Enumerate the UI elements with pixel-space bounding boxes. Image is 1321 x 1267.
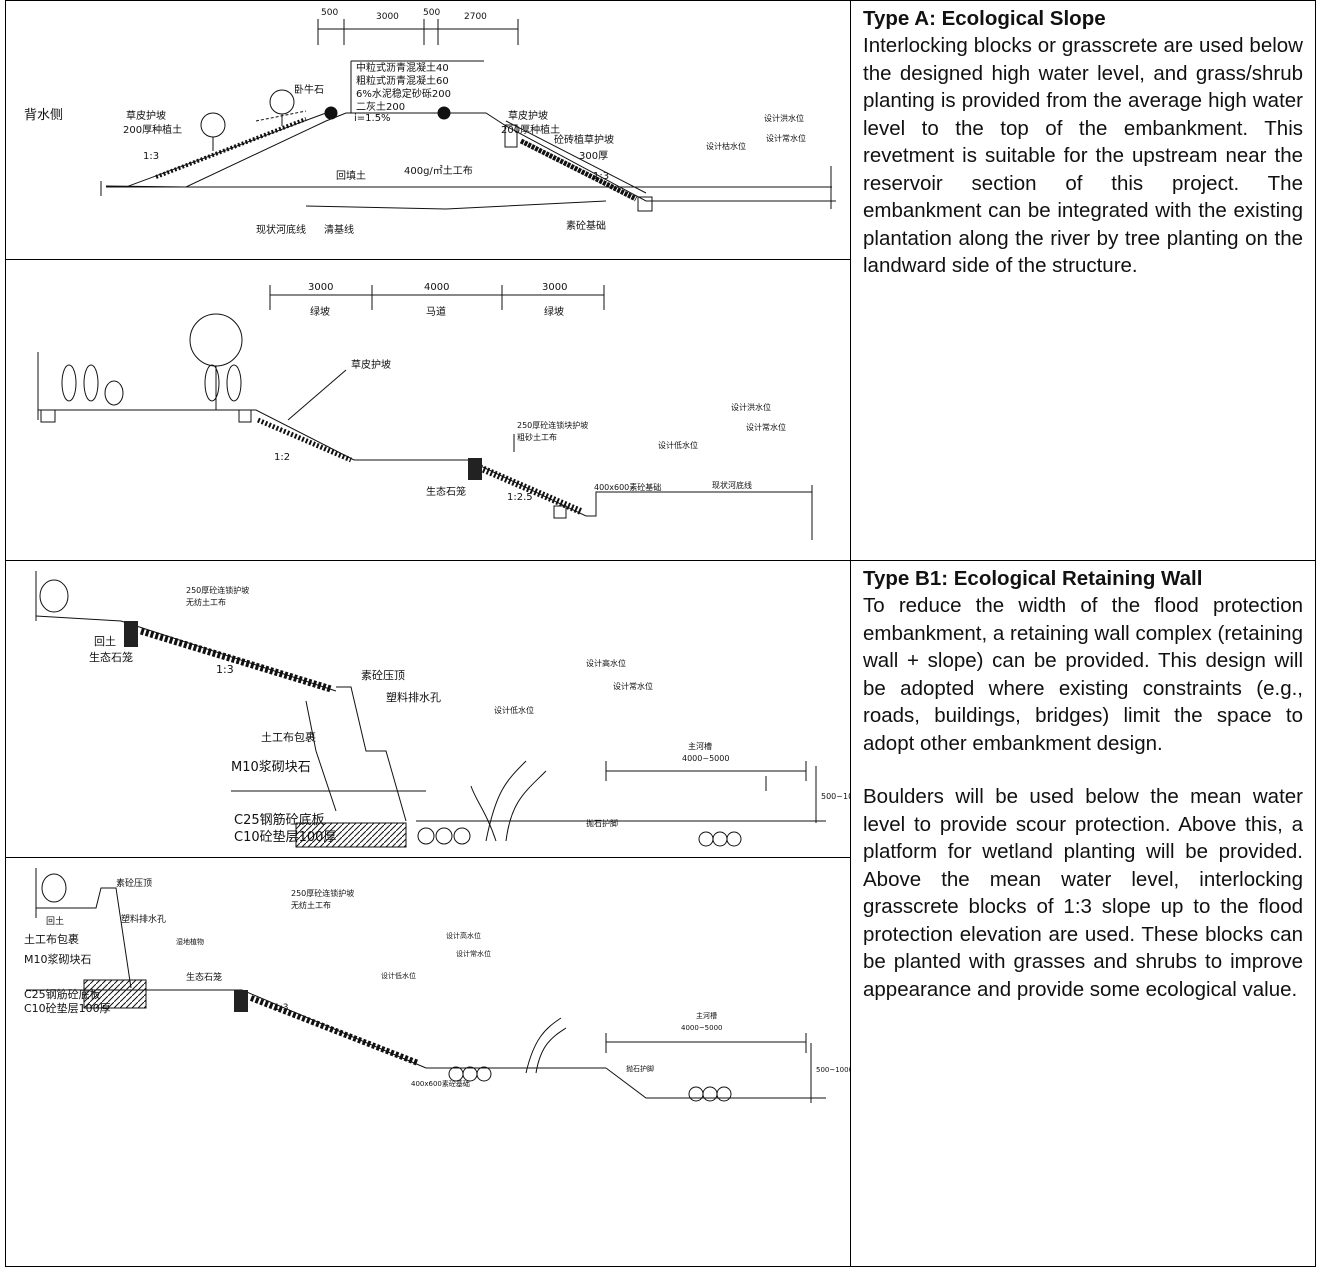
wetland-platform-label: 湿地植物 xyxy=(176,937,204,946)
soil-left-label: 200厚种植土 xyxy=(123,123,182,136)
depth-label: 500~1000 xyxy=(821,792,851,801)
channel-label: 主河槽 xyxy=(688,741,712,751)
type-b1-title: Type B1: Ecological Retaining Wall xyxy=(863,567,1203,590)
channel-label: 主河槽 xyxy=(696,1011,717,1020)
toe-label: 400x600素砼基础 xyxy=(411,1079,470,1088)
cap-label: 素砼压顶 xyxy=(116,877,152,889)
block-label: 砼砖植草护坡 xyxy=(554,133,614,146)
layer-3-label: 6%水泥稳定砂砾200 xyxy=(356,87,451,100)
drain-label: 塑料排水孔 xyxy=(121,913,166,925)
layer-2-label: 粗粒式沥青混凝土60 xyxy=(356,74,449,87)
dim-2700: 2700 xyxy=(464,12,487,22)
high-water-label: 设计洪水位 xyxy=(764,113,804,123)
high-water-label: 设计高水位 xyxy=(586,658,626,668)
low-water-label: 设计枯水位 xyxy=(706,141,746,151)
normal-water-label: 设计常水位 xyxy=(613,681,653,691)
width-label: 4000~5000 xyxy=(681,1024,723,1032)
slope-label: 1:3 xyxy=(274,1003,288,1013)
turf-left-label: 草皮护坡 xyxy=(126,109,166,122)
block-label: 250厚砼连锁块护坡 xyxy=(517,420,588,430)
stone-label: 卧牛石 xyxy=(294,83,324,96)
stone-cage-label: 生态石笼 xyxy=(426,485,466,498)
toe-label: 400x600素砼基础 xyxy=(594,482,661,492)
high-water-label: 设计高水位 xyxy=(446,931,481,940)
cushion-label: C10砼垫层100厚 xyxy=(24,1001,111,1015)
block-label: 250厚砼连锁护坡 xyxy=(186,585,249,595)
base-slab-label: C25钢筋砼底板 xyxy=(24,987,101,1001)
dim-3000: 3000 xyxy=(376,12,399,22)
dim-3000-a: 3000 xyxy=(308,282,333,293)
dim-500-b: 500 xyxy=(423,8,440,18)
cap-label: 素砼压顶 xyxy=(361,669,405,682)
slope-right-label: 1:3 xyxy=(593,171,609,182)
toe-label: 素砼基础 xyxy=(566,219,606,232)
clearing-line-label: 清基线 xyxy=(324,223,354,236)
block-sub-label: 无纺土工布 xyxy=(291,900,331,910)
geotextile-label: 400g/㎡土工布 xyxy=(404,164,473,177)
masonry-label: M10浆砌块石 xyxy=(24,952,92,966)
grade-label: i=1.5% xyxy=(354,113,391,124)
block-sub-label: 无纺土工布 xyxy=(186,597,226,607)
depth-label: 500~1000 xyxy=(816,1066,851,1074)
normal-water-label: 设计常水位 xyxy=(456,949,491,958)
dim-4000: 4000 xyxy=(424,282,449,293)
fill-label: 回土 xyxy=(46,915,64,927)
dim-label-1: 绿坡 xyxy=(310,305,330,318)
high-water-label: 设计洪水位 xyxy=(731,402,771,412)
layer-4-label: 二灰土200 xyxy=(356,100,405,113)
drawing-type-a-section-2: 3000 4000 3000 绿坡 马道 绿坡 草皮护坡 1:2 250厚砼连锁… xyxy=(5,259,851,561)
riprap-label: 抛石护脚 xyxy=(626,1064,654,1073)
width-label: 4000~5000 xyxy=(682,754,729,763)
cushion-label: C10砼垫层100厚 xyxy=(234,829,336,845)
low-water-label: 设计低水位 xyxy=(658,440,698,450)
type-b1-description: Type B1: Ecological Retaining Wall To re… xyxy=(850,560,1316,1267)
cross-section-retaining-wall-1: 250厚砼连锁护坡 无纺土工布 回土 生态石笼 1:3 素砼压顶 塑料排水孔 土… xyxy=(35,571,851,848)
stone-cage-label: 生态石笼 xyxy=(89,650,133,664)
base-slab-label: C25钢筋砼底板 xyxy=(234,812,325,828)
slope-label: 1:3 xyxy=(216,663,234,676)
block-label: 250厚砼连锁护坡 xyxy=(291,888,354,898)
drawing-type-a-section-1: 500 3000 500 2700 背水侧 草皮护坡 200厚种植土 1:3 卧… xyxy=(5,0,851,260)
stone-cage-label: 生态石笼 xyxy=(186,971,222,983)
type-a-description: Type A: Ecological Slope Interlocking bl… xyxy=(850,0,1316,561)
type-b1-paragraph-2: Boulders will be used below the mean wat… xyxy=(863,785,1303,1001)
dim-label-2: 马道 xyxy=(426,305,446,318)
type-b1-paragraph-1: To reduce the width of the flood protect… xyxy=(863,594,1303,755)
soil-right-label: 200厚种植土 xyxy=(501,123,560,136)
layer-1-label: 中粒式沥青混凝土40 xyxy=(356,61,449,74)
landward-side-label: 背水侧 xyxy=(24,108,63,123)
geotextile-wrap-label: 土工布包裹 xyxy=(24,932,79,946)
dim-500-a: 500 xyxy=(321,8,338,18)
dim-label-3: 绿坡 xyxy=(544,305,564,318)
cross-section-ecological-slope-1: 500 3000 500 2700 背水侧 草皮护坡 200厚种植土 1:3 卧… xyxy=(24,8,836,236)
low-water-label: 设计低水位 xyxy=(381,971,416,980)
drain-label: 塑料排水孔 xyxy=(386,690,441,704)
drawing-type-b1-section-1: 250厚砼连锁护坡 无纺土工布 回土 生态石笼 1:3 素砼压顶 塑料排水孔 土… xyxy=(5,560,851,858)
turf-label: 草皮护坡 xyxy=(351,358,391,371)
slope-1-2-label: 1:2 xyxy=(274,452,290,463)
slope-left-label: 1:3 xyxy=(143,151,159,162)
turf-right-label: 草皮护坡 xyxy=(508,109,548,122)
geotextile-wrap-label: 土工布包裹 xyxy=(261,730,316,744)
existing-bed-label: 现状河底线 xyxy=(256,223,306,236)
fill-label: 回填土 xyxy=(336,169,366,182)
cross-section-ecological-slope-2: 3000 4000 3000 绿坡 马道 绿坡 草皮护坡 1:2 250厚砼连锁… xyxy=(37,282,813,540)
dim-3000-b: 3000 xyxy=(542,282,567,293)
riprap-label: 抛石护脚 xyxy=(586,818,618,828)
type-a-body: Interlocking blocks or grasscrete are us… xyxy=(863,34,1303,277)
normal-water-label: 设计常水位 xyxy=(766,133,806,143)
drawing-type-b1-section-2: 素砼压顶 回土 塑料排水孔 土工布包裹 M10浆砌块石 C25钢筋砼底板 C10… xyxy=(5,857,851,1267)
masonry-label: M10浆砌块石 xyxy=(231,760,311,775)
low-water-label: 设计低水位 xyxy=(494,705,534,715)
fill-label: 回土 xyxy=(94,635,116,648)
block-sub-label: 粗砂土工布 xyxy=(517,432,557,442)
normal-water-label: 设计常水位 xyxy=(746,422,786,432)
slope-1-2.5-label: 1:2.5 xyxy=(507,492,533,503)
cross-section-retaining-wall-2: 素砼压顶 回土 塑料排水孔 土工布包裹 M10浆砌块石 C25钢筋砼底板 C10… xyxy=(24,868,851,1103)
type-a-title: Type A: Ecological Slope xyxy=(863,7,1106,30)
existing-bed-label: 现状河底线 xyxy=(712,480,752,490)
block-thickness-label: 300厚 xyxy=(579,150,608,162)
